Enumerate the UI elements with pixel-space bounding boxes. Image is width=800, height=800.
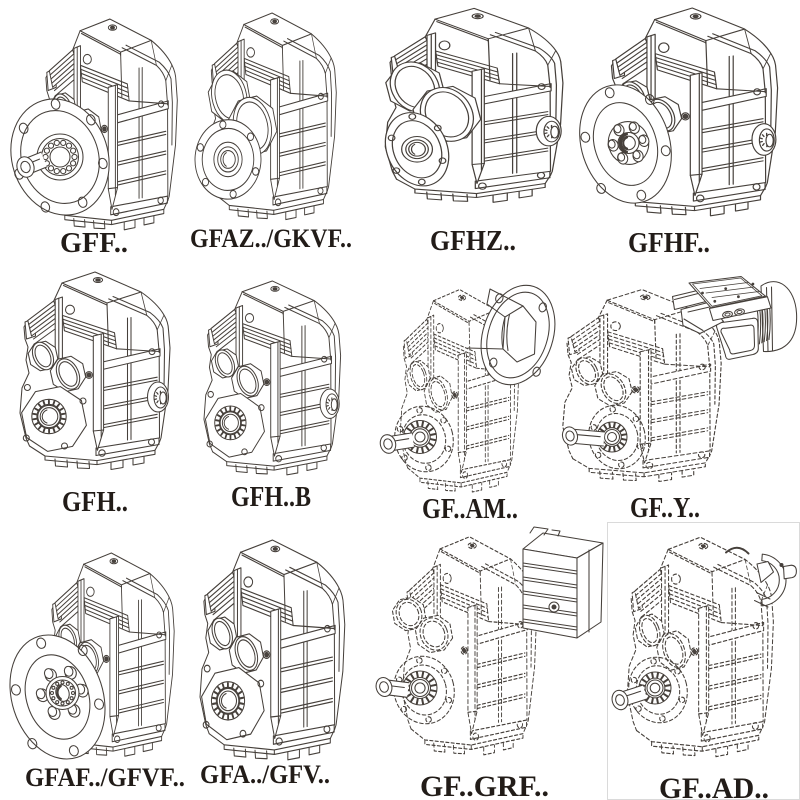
svg-text:GF..AM..: GF..AM.. bbox=[422, 494, 518, 525]
svg-text:GFH..B: GFH..B bbox=[231, 482, 311, 513]
svg-text:GFH..: GFH.. bbox=[62, 487, 128, 518]
svg-text:GF..AD..: GF..AD.. bbox=[659, 772, 769, 800]
svg-text:GFA../GFV..: GFA../GFV.. bbox=[200, 760, 330, 789]
svg-text:GF..Y..: GF..Y.. bbox=[630, 493, 700, 524]
svg-text:GFHF..: GFHF.. bbox=[628, 228, 710, 259]
svg-text:GFHZ..: GFHZ.. bbox=[430, 226, 516, 257]
svg-text:GF..GRF..: GF..GRF.. bbox=[420, 770, 549, 800]
svg-text:GFAF../GFVF..: GFAF../GFVF.. bbox=[25, 763, 185, 792]
svg-text:GFF..: GFF.. bbox=[60, 228, 128, 259]
svg-text:GFAZ../GKVF..: GFAZ../GKVF.. bbox=[190, 224, 352, 253]
